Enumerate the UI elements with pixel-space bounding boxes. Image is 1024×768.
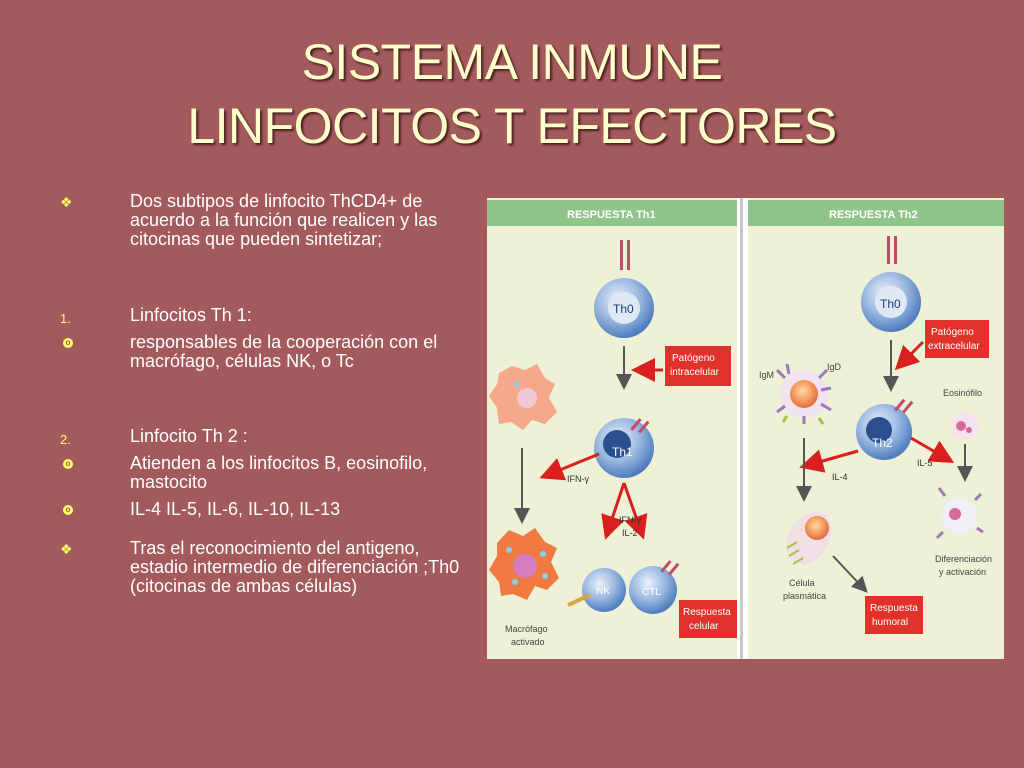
bullet-item: ❖ Dos subtipos de linfocito ThCD4+ de ac… xyxy=(60,192,480,249)
th1-th0-cell xyxy=(594,240,654,338)
th1-pathogen-line2: intracelular xyxy=(670,367,720,378)
th2-label: Th2 xyxy=(872,436,893,450)
eosinophil-label: Eosinófilo xyxy=(943,388,982,398)
igm-label: IgM xyxy=(759,370,774,380)
arrow-to-ctl xyxy=(622,482,648,540)
bullet-text: Tras el reconocimiento del antigeno, est… xyxy=(130,538,460,596)
bullet-text: IL-4 IL-5, IL-6, IL-10, IL-13 xyxy=(130,499,341,519)
macro-line1: Macrófago xyxy=(505,624,548,634)
bullet-item: ❖ Tras el reconocimiento del antigeno, e… xyxy=(60,539,480,596)
il5-label: IL-5 xyxy=(917,458,933,468)
th1-cell xyxy=(594,418,654,478)
bullet-text: Linfocito Th 2 : xyxy=(130,426,248,446)
activated-macrophage-icon xyxy=(489,528,559,600)
arrow-to-bcell xyxy=(799,449,859,473)
bullet-item: o Atienden a los linfocitos B, eosinofil… xyxy=(60,454,480,492)
th1-resp-line2: celular xyxy=(689,621,719,632)
th2-resp-line1: Respuesta xyxy=(870,603,918,614)
eosinophil-icon xyxy=(951,412,979,440)
diff-line2: y activación xyxy=(939,567,986,577)
bullet-item: 1. Linfocitos Th 1: xyxy=(60,305,480,327)
th1-resp-line1: Respuesta xyxy=(683,607,731,618)
th1-ifn-label: IFN-γ xyxy=(567,474,589,484)
activated-eosinophil-icon xyxy=(935,487,984,540)
bullet-text: responsables de la cooperación con el ma… xyxy=(130,332,438,371)
bullet-number: 1. xyxy=(60,311,71,326)
bullet-text: Linfocitos Th 1: xyxy=(130,305,252,325)
nk-cell-icon xyxy=(567,568,626,612)
nk-label: NK xyxy=(596,586,610,597)
plasma-line1: Célula xyxy=(789,578,815,588)
th1-response-box xyxy=(679,600,737,638)
th1-pathogen-line1: Patógeno xyxy=(672,353,715,364)
th2-response-box xyxy=(865,596,923,634)
th1-ifn2-line1: IFN-γ xyxy=(619,515,641,525)
arrow-to-humoral xyxy=(832,555,868,593)
circle-bullet-icon: o xyxy=(63,338,73,348)
macrophage-icon xyxy=(489,364,557,430)
th1-th0-label: Th0 xyxy=(613,302,634,316)
arrow-to-macrophage xyxy=(539,452,600,481)
arrow-to-eos xyxy=(910,436,955,464)
th2-pathogen-line1: Patógeno xyxy=(931,327,974,338)
th2-cell xyxy=(856,398,914,460)
th1-label: Th1 xyxy=(612,445,633,459)
th1-header: RESPUESTA Th1 xyxy=(567,209,656,221)
th1-header-bar xyxy=(487,200,737,226)
b-cell-icon xyxy=(775,363,832,425)
slide-title: SISTEMA INMUNE LINFOCITOS T EFECTORES xyxy=(0,30,1024,158)
th2-th0-cell xyxy=(861,236,921,332)
th2-resp-line2: humoral xyxy=(872,617,908,628)
bullet-text: Atienden a los linfocitos B, eosinofilo,… xyxy=(130,453,428,492)
circle-bullet-icon: o xyxy=(63,505,73,515)
diamond-bullet-icon: ❖ xyxy=(60,541,73,557)
plasma-line2: plasmática xyxy=(783,591,826,601)
bullet-number: 2. xyxy=(60,432,71,447)
th1-ifn2-line2: IL-2 xyxy=(622,528,638,538)
arrow-left xyxy=(894,340,925,371)
bullet-text: Dos subtipos de linfocito ThCD4+ de acue… xyxy=(130,191,438,249)
arrow-to-nk xyxy=(601,482,626,540)
macro-line2: activado xyxy=(511,637,545,647)
circle-bullet-icon: o xyxy=(63,459,73,469)
bullet-item: 2. Linfocito Th 2 : xyxy=(60,426,480,448)
ctl-cell-icon xyxy=(629,560,680,614)
diff-line1: Diferenciación xyxy=(935,554,992,564)
title-line-2: LINFOCITOS T EFECTORES xyxy=(187,98,837,154)
bullet-list: ❖ Dos subtipos de linfocito ThCD4+ de ac… xyxy=(60,192,480,596)
th2-th0-label: Th0 xyxy=(880,297,901,311)
diamond-bullet-icon: ❖ xyxy=(60,194,73,210)
igd-label: IgD xyxy=(827,362,842,372)
th2-pathogen-box xyxy=(925,320,989,358)
th2-header: RESPUESTA Th2 xyxy=(829,209,918,221)
bullet-item: o responsables de la cooperación con el … xyxy=(60,333,480,371)
ctl-label: CTL xyxy=(642,587,661,598)
th2-header-bar xyxy=(748,200,1004,226)
il4-label: IL-4 xyxy=(832,472,848,482)
th2-pathogen-line2: extracelular xyxy=(928,341,980,352)
th1-th2-response-figure: RESPUESTA Th1 RESPUESTA Th2 Th0 Patógeno… xyxy=(487,198,1004,659)
plasma-cell-icon xyxy=(786,511,832,565)
title-line-1: SISTEMA INMUNE xyxy=(301,34,723,90)
th1-pathogen-box xyxy=(665,346,731,386)
bullet-item: o IL-4 IL-5, IL-6, IL-10, IL-13 xyxy=(60,500,480,519)
